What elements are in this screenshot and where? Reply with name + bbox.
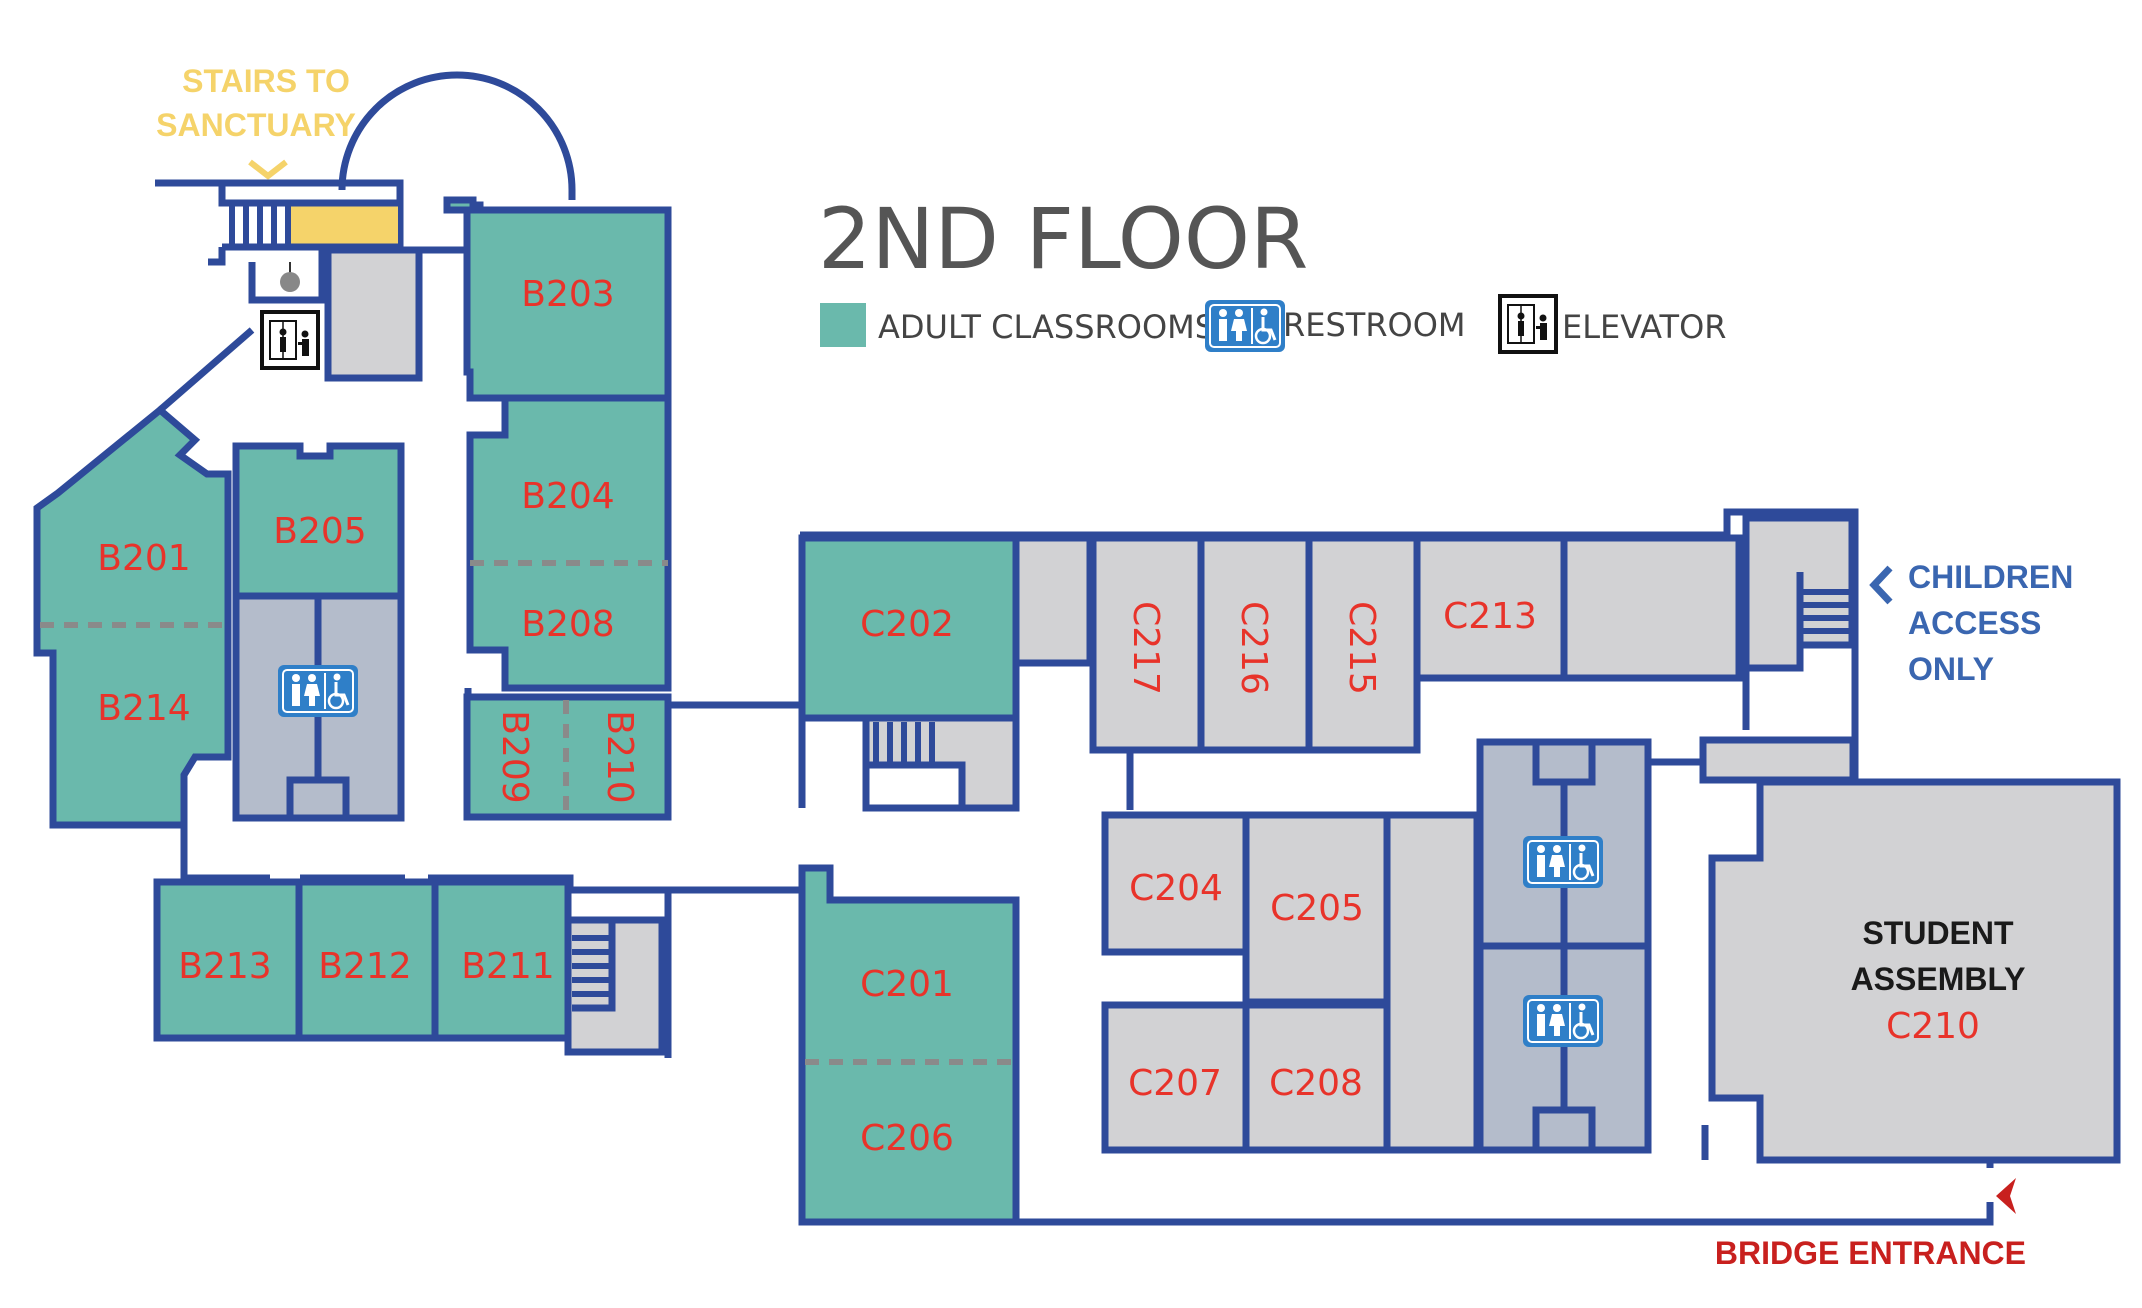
label-c216: C216: [1233, 601, 1274, 695]
room-c-storage: [1560, 534, 1743, 682]
room-c202[interactable]: [798, 534, 1020, 722]
restroom-icon-b: [276, 663, 360, 719]
label-c207: C207: [1128, 1063, 1222, 1104]
room-b211[interactable]: [431, 878, 572, 1042]
chevron-left-icon: [1869, 565, 1893, 605]
chevron-down-icon: [248, 159, 288, 180]
label-student: STUDENT: [1862, 915, 2014, 951]
building-b: [33, 71, 800, 1058]
room-c207[interactable]: [1101, 1001, 1250, 1154]
children-callout-line2: ACCESS: [1908, 605, 2041, 641]
room-c208[interactable]: [1242, 1001, 1391, 1154]
room-c-corridor-strip: [1699, 736, 1857, 784]
label-b203: B203: [521, 274, 614, 315]
label-c204: C204: [1129, 868, 1223, 909]
building-c: [798, 508, 2121, 1226]
label-b211: B211: [461, 946, 554, 987]
stairs-callout-line1: STAIRS TO: [182, 63, 350, 99]
restroom-icon-c1: [1521, 834, 1605, 890]
stairs-callout-line2: SANCTUARY: [156, 107, 356, 143]
room-c216[interactable]: [1197, 534, 1313, 754]
bridge-callout: BRIDGE ENTRANCE: [1715, 1235, 2026, 1271]
legend-restroom-label: RESTROOM: [1283, 306, 1466, 344]
legend-adult-label: ADULT CLASSROOMS: [878, 308, 1215, 346]
callouts: STAIRS TO SANCTUARY CHILDREN ACCESS ONLY…: [156, 63, 2073, 1271]
label-b209: B209: [494, 710, 535, 803]
bridge-arrow-icon: [1996, 1178, 2016, 1214]
children-callout-line1: CHILDREN: [1908, 559, 2073, 595]
room-c210-student-assembly[interactable]: [1708, 778, 2121, 1164]
room-labels: B203 B204 B208 B205 B201 B214 B209 B210 …: [97, 274, 2025, 1159]
room-c-narrow: [1383, 811, 1481, 1154]
legend-elevator-icon: [1498, 294, 1558, 354]
label-c205: C205: [1270, 888, 1364, 929]
room-c201-c206[interactable]: [798, 864, 1020, 1226]
legend-elevator-label: ELEVATOR: [1562, 308, 1726, 346]
label-c213: C213: [1443, 596, 1537, 637]
label-c217: C217: [1125, 601, 1166, 695]
label-assembly: ASSEMBLY: [1851, 961, 2026, 997]
label-b210: B210: [599, 710, 640, 803]
label-c215: C215: [1341, 601, 1382, 695]
room-b201-b214[interactable]: [33, 405, 232, 829]
stairs-b-steps: [572, 920, 616, 1012]
legend-swatch-adult: [820, 303, 866, 347]
restroom-icon-c2: [1521, 993, 1605, 1049]
label-c202: C202: [860, 604, 954, 645]
room-b204-b208[interactable]: [466, 394, 672, 692]
label-b214: B214: [97, 688, 190, 729]
elevator-icon: [260, 310, 320, 370]
label-c201: C201: [860, 964, 954, 1005]
legend: 2ND FLOOR ADULT CLASSROOMS RESTROOM ELEV…: [818, 190, 1726, 354]
room-c215[interactable]: [1305, 534, 1421, 754]
label-c210: C210: [1886, 1006, 1980, 1047]
label-b213: B213: [178, 946, 271, 987]
label-b201: B201: [97, 538, 190, 579]
label-b208: B208: [521, 604, 614, 645]
label-c206: C206: [860, 1118, 954, 1159]
sanctuary-stairs: [208, 179, 398, 266]
children-callout-line3: ONLY: [1908, 651, 1994, 687]
room-shaft: [324, 246, 423, 382]
legend-restroom-icon: [1203, 298, 1287, 354]
label-c208: C208: [1269, 1063, 1363, 1104]
room-c-strip: [1012, 534, 1094, 667]
page-title: 2ND FLOOR: [818, 190, 1308, 288]
label-b204: B204: [521, 476, 614, 517]
label-b205: B205: [273, 511, 366, 552]
room-b213[interactable]: [153, 878, 303, 1042]
label-b212: B212: [318, 946, 411, 987]
